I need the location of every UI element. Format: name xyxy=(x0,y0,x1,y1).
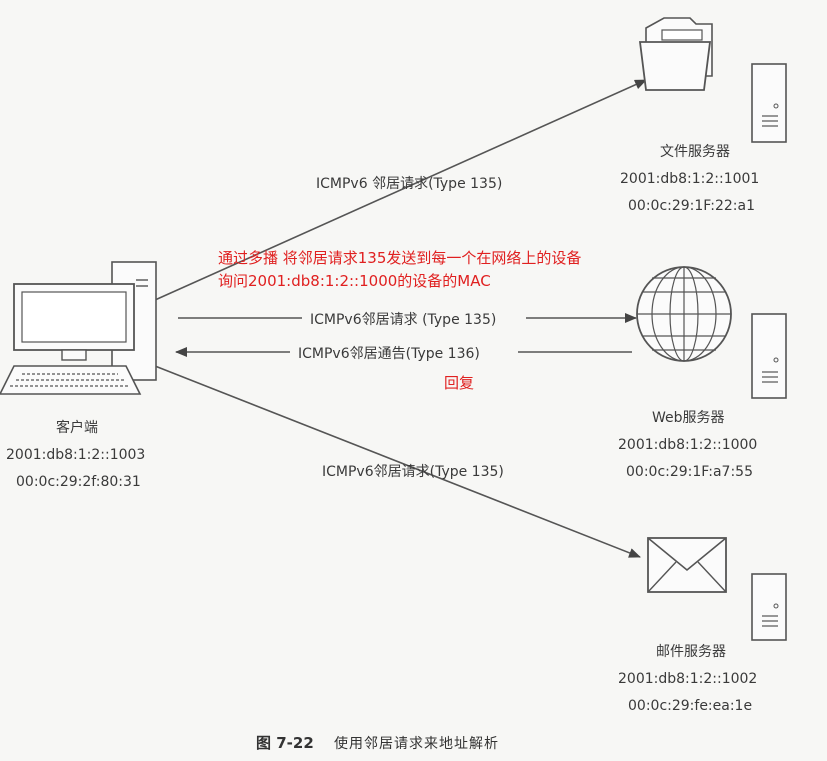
figure-caption: 使用邻居请求来地址解析 xyxy=(334,735,499,752)
edge-label-from-web: ICMPv6邻居通告(Type 136) xyxy=(298,346,480,362)
edge-label-to-mail: ICMPv6邻居请求(Type 135) xyxy=(322,464,504,480)
globe-icon xyxy=(636,266,732,362)
mail-server-name: 邮件服务器 xyxy=(656,644,726,660)
mail-server-mac: 00:0c:29:fe:ea:1e xyxy=(628,698,752,714)
envelope-icon xyxy=(647,537,727,593)
file-server-tower-icon xyxy=(751,63,787,143)
edge-to-file-server xyxy=(154,79,647,301)
client-ipv6: 2001:db8:1:2::1003 xyxy=(6,447,145,463)
annotation-reply: 回复 xyxy=(444,374,474,392)
web-server-ipv6: 2001:db8:1:2::1000 xyxy=(618,437,757,453)
figure-number: 图 7-22 xyxy=(256,734,314,752)
folder-icon xyxy=(638,17,713,91)
edge-label-to-file: ICMPv6 邻居请求(Type 135) xyxy=(316,176,502,192)
annotation-multicast: 通过多播 将邻居请求135发送到每一个在网络上的设备 xyxy=(218,249,581,267)
edge-to-mail-server xyxy=(154,365,641,558)
file-server-name: 文件服务器 xyxy=(660,144,730,160)
mail-server-tower-icon xyxy=(751,573,787,641)
web-server-tower-icon xyxy=(751,313,787,399)
file-server-ipv6: 2001:db8:1:2::1001 xyxy=(620,171,759,187)
annotation-ask-mac: 询问2001:db8:1:2::1000的设备的MAC xyxy=(218,272,491,290)
web-server-name: Web服务器 xyxy=(652,410,725,426)
client-name: 客户端 xyxy=(56,419,98,436)
file-server-mac: 00:0c:29:1F:22:a1 xyxy=(628,198,755,214)
web-server-mac: 00:0c:29:1F:a7:55 xyxy=(626,464,753,480)
client-computer-icon xyxy=(0,261,157,395)
client-mac: 00:0c:29:2f:80:31 xyxy=(16,474,141,490)
edge-label-to-web: ICMPv6邻居请求 (Type 135) xyxy=(310,312,496,328)
mail-server-ipv6: 2001:db8:1:2::1002 xyxy=(618,671,757,687)
